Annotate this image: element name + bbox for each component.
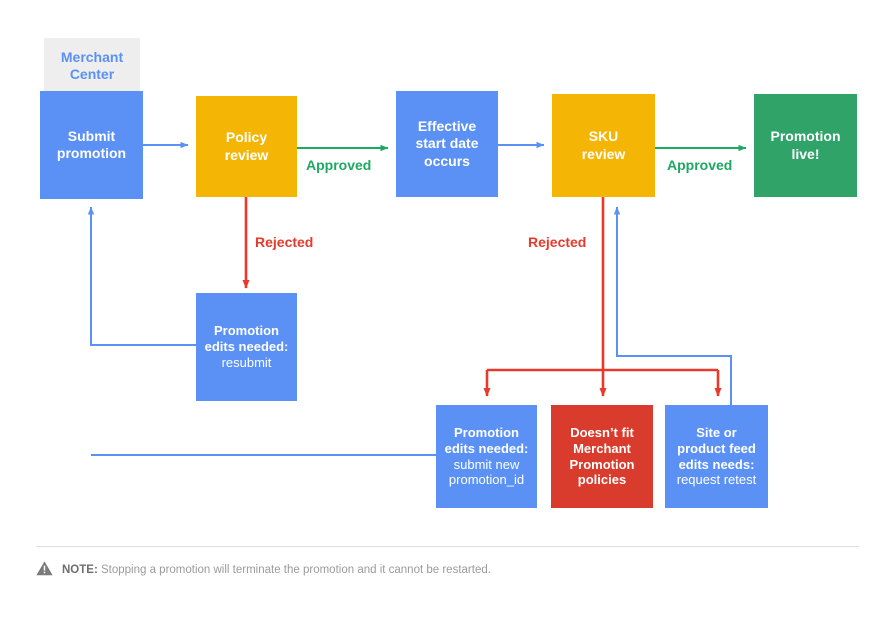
edge-label-approved-sku: Approved <box>667 157 733 173</box>
node-submit-promotion[interactable]: Submit promotion <box>40 91 143 199</box>
node-sku-review[interactable]: SKU review <box>552 94 655 197</box>
node-line: Policy <box>225 129 268 146</box>
node-effective-start-date[interactable]: Effective start date occurs <box>396 91 498 197</box>
node-line: SKU <box>588 128 619 145</box>
node-policy-review[interactable]: Policy review <box>196 96 297 197</box>
node-line: edits needs: <box>678 456 755 472</box>
node-line: edits needed: <box>204 339 289 355</box>
node-site-product-feed[interactable]: Site or product feed edits needs: reques… <box>665 405 768 508</box>
group-label-merchant-center: Merchant Center <box>44 38 140 94</box>
node-line: Promotion <box>454 424 519 440</box>
node-line: Submit <box>67 127 116 144</box>
node-line: Promotion <box>214 323 279 339</box>
warning-triangle-icon <box>36 561 53 581</box>
connector-resubmit-to-submit <box>87 206 196 346</box>
edge-label-approved-policy: Approved <box>306 157 372 173</box>
note-text: NOTE: Stopping a promotion will terminat… <box>62 560 491 579</box>
node-line: edits needed: <box>444 440 529 456</box>
node-line: Promotion <box>569 456 635 472</box>
node-line: policies <box>577 472 627 488</box>
node-line: product feed <box>677 440 756 456</box>
note-prefix: NOTE: <box>62 564 98 576</box>
node-line: request retest <box>676 472 757 488</box>
note-divider <box>36 546 859 547</box>
node-line: Effective <box>417 118 477 135</box>
node-line: start date <box>415 135 479 152</box>
node-promotion-live[interactable]: Promotion live! <box>754 94 857 197</box>
node-line: Site or <box>696 424 737 440</box>
node-promotion-edits-resubmit[interactable]: Promotion edits needed: resubmit <box>196 293 297 401</box>
node-promotion-edits-new-id[interactable]: Promotion edits needed: submit new promo… <box>436 405 537 508</box>
node-line: promotion_id <box>448 472 525 488</box>
node-line: review <box>581 145 626 162</box>
node-doesnt-fit-policies[interactable]: Doesn’t fit Merchant Promotion policies <box>551 405 653 508</box>
node-line: live! <box>791 145 820 162</box>
node-line: Promotion <box>770 128 841 145</box>
note-block: NOTE: Stopping a promotion will terminat… <box>36 560 491 581</box>
connector-sitefeed-to-sku <box>613 206 732 405</box>
edge-label-rejected-policy: Rejected <box>255 234 314 250</box>
note-body: Stopping a promotion will terminate the … <box>100 564 491 576</box>
group-label-line-2: Center <box>69 66 115 82</box>
node-line: promotion <box>56 145 127 161</box>
edge-label-rejected-sku: Rejected <box>528 234 587 250</box>
group-label-line-1: Merchant <box>60 48 124 65</box>
node-line: review <box>224 146 269 163</box>
node-line: Merchant <box>573 440 631 456</box>
node-line: occurs <box>424 152 470 169</box>
node-line: resubmit <box>221 354 272 370</box>
node-line: submit new <box>453 456 520 472</box>
node-line: Doesn’t fit <box>570 424 634 440</box>
